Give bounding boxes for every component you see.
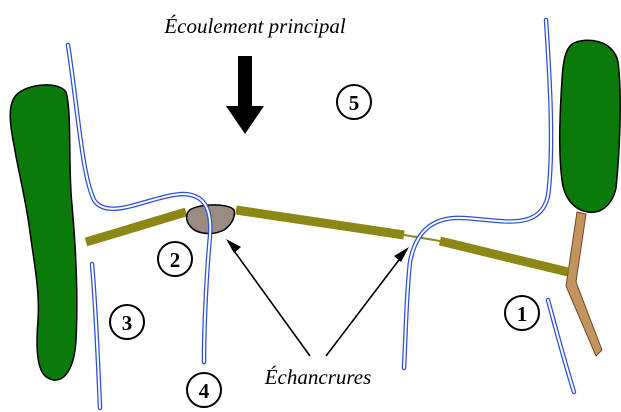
- flow-lines: [65, 17, 577, 411]
- marker-4: 4: [186, 372, 222, 408]
- pointer-arrowhead-left: [226, 239, 241, 253]
- tree-root: [565, 211, 603, 357]
- main-flow-label: Écoulement principal: [163, 14, 346, 38]
- flow-line-downstream-left: [89, 261, 103, 411]
- pointer-arrow-left: [231, 247, 311, 357]
- flow-line-downstream-right: [545, 297, 577, 395]
- flow-line-left: [65, 42, 213, 365]
- main-flow-arrow: [226, 56, 264, 134]
- weir: [84, 205, 570, 277]
- pointer-arrowhead-right: [394, 247, 409, 262]
- svg-text:2: 2: [170, 248, 181, 272]
- notch-pointer-arrows: [226, 239, 409, 357]
- weir-segment-left: [84, 207, 188, 247]
- flow-line-right: [401, 17, 554, 371]
- weir-notch-gap: [403, 234, 441, 242]
- left-bank-vegetation: [9, 84, 78, 381]
- svg-text:4: 4: [199, 379, 210, 403]
- notches-label: Échancrures: [264, 365, 372, 389]
- weir-segment-right: [438, 236, 570, 277]
- marker-1: 1: [504, 295, 540, 331]
- right-tree-canopy: [558, 39, 621, 214]
- marker-5: 5: [336, 84, 372, 120]
- marker-2: 2: [157, 241, 193, 277]
- marker-3: 3: [109, 304, 145, 340]
- svg-text:5: 5: [349, 91, 360, 115]
- pointer-arrow-right: [325, 255, 403, 357]
- weir-segment-middle: [235, 205, 405, 240]
- svg-text:1: 1: [517, 302, 528, 326]
- svg-text:3: 3: [122, 311, 133, 335]
